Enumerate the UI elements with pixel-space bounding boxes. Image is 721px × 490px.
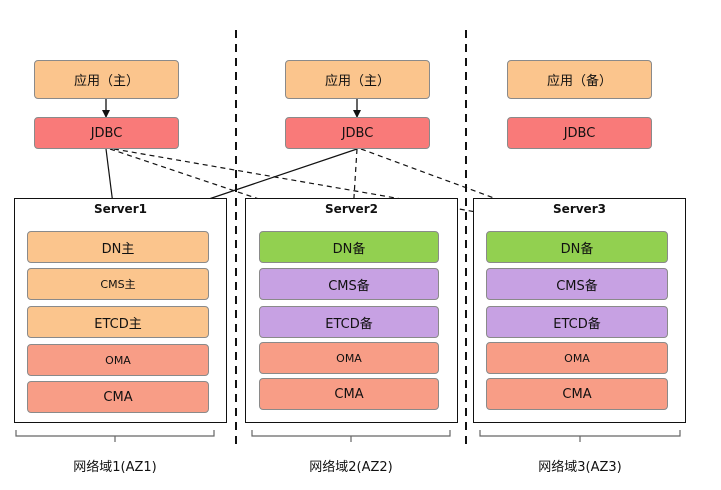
cms-box-3: CMS备 <box>486 268 668 300</box>
cms-box-2: CMS备 <box>259 268 439 300</box>
az-label-1: 网络域1(AZ1) <box>73 460 157 475</box>
app-box-3: 应用（备） <box>507 60 652 99</box>
etcd-box-3: ETCD备 <box>486 306 668 338</box>
cma-box-1: CMA <box>27 381 209 413</box>
oma-box-1: OMA <box>27 344 209 376</box>
component-label: DN备 <box>560 241 594 257</box>
component-label: CMS备 <box>328 278 370 294</box>
jdbc-box-2: JDBC <box>285 117 430 149</box>
az-label-3: 网络域3(AZ3) <box>538 460 622 475</box>
app-label: 应用（主） <box>73 74 139 89</box>
component-label: DN备 <box>332 241 366 257</box>
component-label: CMA <box>562 386 592 402</box>
oma-box-2: OMA <box>259 342 439 374</box>
oma-box-3: OMA <box>486 342 668 374</box>
component-label: DN主 <box>101 241 135 257</box>
cms-box-1: CMS主 <box>27 268 209 300</box>
component-label: CMA <box>103 389 133 405</box>
component-label: OMA <box>336 351 362 365</box>
jdbc-label: JDBC <box>90 125 123 141</box>
dn-box-2: DN备 <box>259 231 439 263</box>
server-title: Server3 <box>553 202 606 216</box>
component-label: ETCD备 <box>325 316 373 332</box>
jdbc-label: JDBC <box>563 125 596 141</box>
cma-box-2: CMA <box>259 378 439 410</box>
cma-box-3: CMA <box>486 378 668 410</box>
etcd-box-2: ETCD备 <box>259 306 439 338</box>
jdbc-box-3: JDBC <box>507 117 652 149</box>
az1-brace <box>15 430 215 442</box>
component-label: CMS主 <box>100 278 136 291</box>
dn-box-1: DN主 <box>27 231 209 263</box>
jdbc-label: JDBC <box>341 125 374 141</box>
component-label: OMA <box>564 351 590 365</box>
etcd-box-1: ETCD主 <box>27 306 209 338</box>
dn-box-3: DN备 <box>486 231 668 263</box>
component-label: CMA <box>334 386 364 402</box>
az2-brace <box>251 430 451 442</box>
jdbc-box-1: JDBC <box>34 117 179 149</box>
app-box-1: 应用（主） <box>34 60 179 99</box>
az3-brace <box>479 430 681 442</box>
server-title: Server1 <box>94 202 147 216</box>
app-label: 应用（备） <box>546 74 612 89</box>
server-title: Server2 <box>325 202 378 216</box>
component-label: ETCD主 <box>94 316 142 332</box>
component-label: CMS备 <box>556 278 598 294</box>
component-label: OMA <box>105 353 131 367</box>
app-box-2: 应用（主） <box>285 60 430 99</box>
app-label: 应用（主） <box>324 74 390 89</box>
component-label: ETCD备 <box>553 316 601 332</box>
az-label-2: 网络域2(AZ2) <box>309 460 393 475</box>
